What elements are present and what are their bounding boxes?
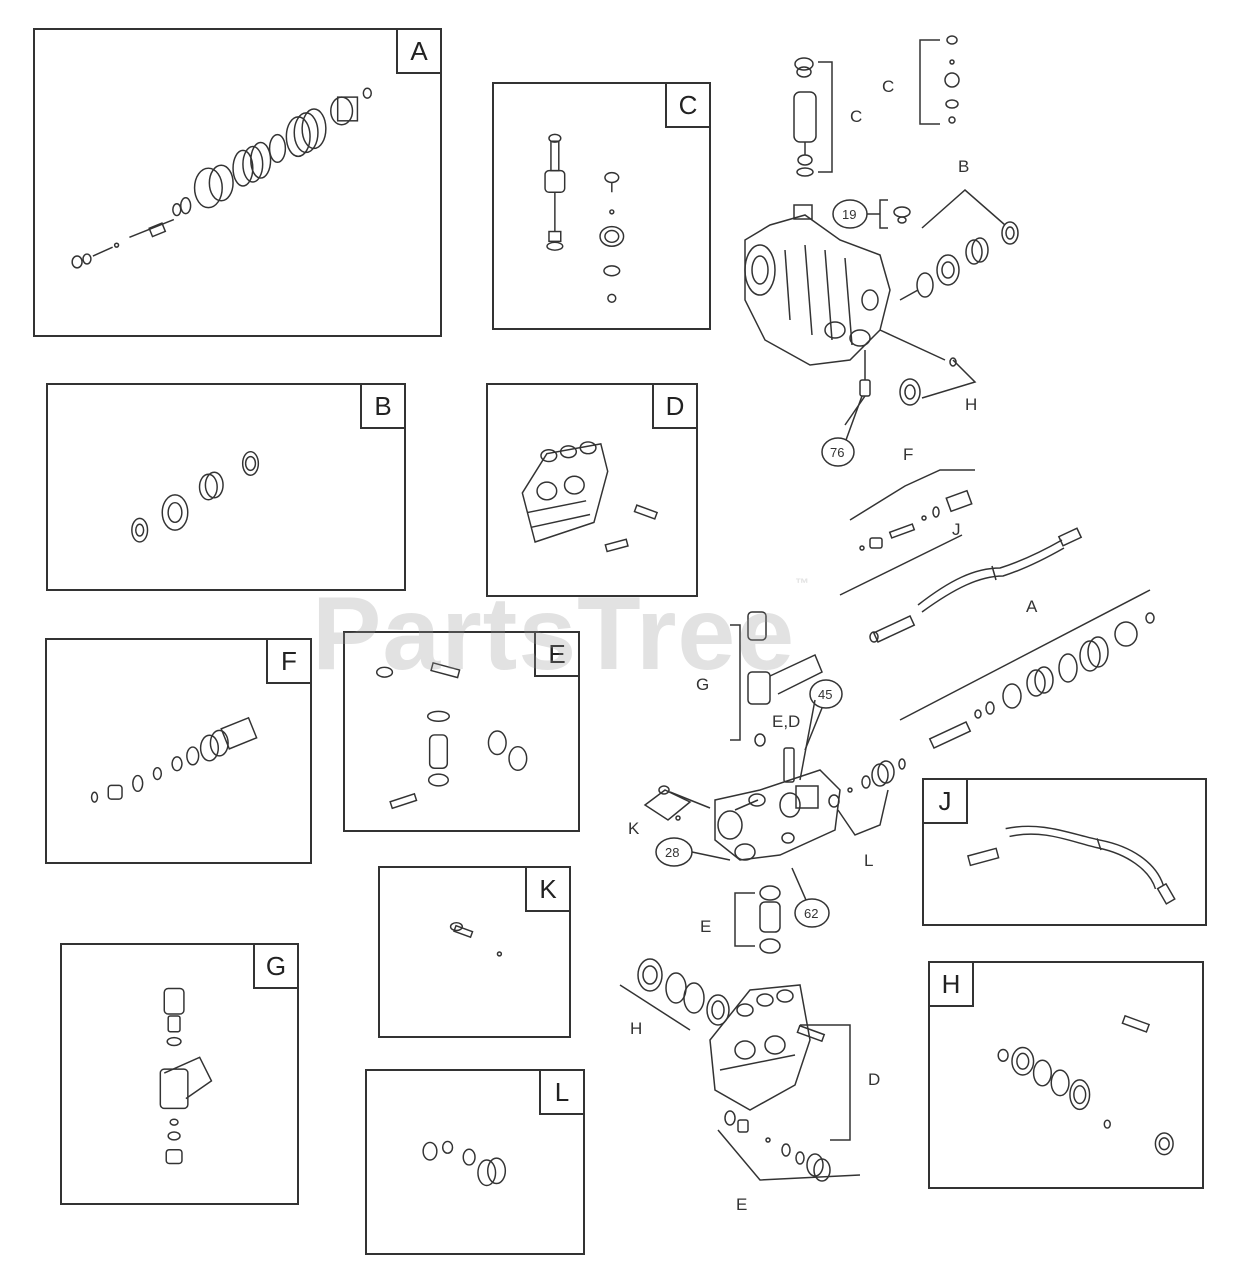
- panel-f: F: [45, 638, 312, 864]
- panel-j-parts-drawing: [967, 825, 1176, 905]
- panel-a: A: [33, 28, 442, 337]
- main-label-d: D: [868, 1070, 880, 1089]
- callout-28: 28: [665, 845, 679, 860]
- panel-f-label: F: [266, 638, 312, 684]
- panel-h: H: [928, 961, 1204, 1189]
- panel-e-parts-drawing: [375, 662, 528, 810]
- main-label-l: L: [864, 851, 873, 870]
- callout-45: 45: [818, 687, 832, 702]
- main-label-g: G: [696, 675, 709, 694]
- callout-62: 62: [804, 906, 818, 921]
- main-label-f: F: [903, 445, 913, 464]
- panel-h-label: H: [928, 961, 974, 1007]
- panel-c-label: C: [665, 82, 711, 128]
- partstree-watermark: PartsTree™: [312, 575, 810, 694]
- panel-c-parts-drawing: [544, 133, 625, 303]
- panel-l-parts-drawing: [422, 1140, 507, 1187]
- main-label-c1: C: [850, 107, 862, 126]
- panel-d-label: D: [652, 383, 698, 429]
- main-label-ed: E,D: [772, 712, 800, 731]
- panel-k-label: K: [525, 866, 571, 912]
- main-label-e1: E: [700, 917, 711, 936]
- main-label-e2: E: [736, 1195, 747, 1214]
- callout-19: 19: [842, 207, 856, 222]
- panel-f-parts-drawing: [90, 716, 258, 803]
- panel-h-parts-drawing: [997, 1014, 1174, 1156]
- panel-b-parts-drawing: [131, 450, 260, 543]
- panel-g: G: [60, 943, 299, 1205]
- panel-b-label: B: [360, 383, 406, 429]
- panel-k: K: [378, 866, 571, 1038]
- panel-j-label: J: [922, 778, 968, 824]
- main-label-h2: H: [630, 1019, 642, 1038]
- panel-e-label: E: [534, 631, 580, 677]
- main-label-b: B: [958, 157, 969, 176]
- main-label-c2: C: [882, 77, 894, 96]
- main-label-h1: H: [965, 395, 977, 414]
- panel-a-label: A: [396, 28, 442, 74]
- panel-d-parts-drawing: [521, 441, 659, 553]
- watermark-text: PartsTree: [312, 576, 796, 692]
- panel-d: D: [486, 383, 698, 597]
- panel-g-label: G: [253, 943, 299, 989]
- panel-k-parts-drawing: [449, 921, 503, 957]
- main-label-k: K: [628, 819, 640, 838]
- panel-e: E: [343, 631, 580, 832]
- callout-76: 76: [830, 445, 844, 460]
- panel-l-label: L: [539, 1069, 585, 1115]
- watermark-trademark: ™: [795, 575, 811, 591]
- panel-l: L: [365, 1069, 585, 1255]
- main-label-a: A: [1026, 597, 1038, 616]
- panel-b: B: [46, 383, 406, 591]
- panel-g-parts-drawing: [159, 987, 213, 1165]
- panel-c: C: [492, 82, 711, 330]
- panel-j: J: [922, 778, 1207, 926]
- main-label-j: J: [952, 520, 961, 539]
- panel-a-parts-drawing: [71, 87, 372, 269]
